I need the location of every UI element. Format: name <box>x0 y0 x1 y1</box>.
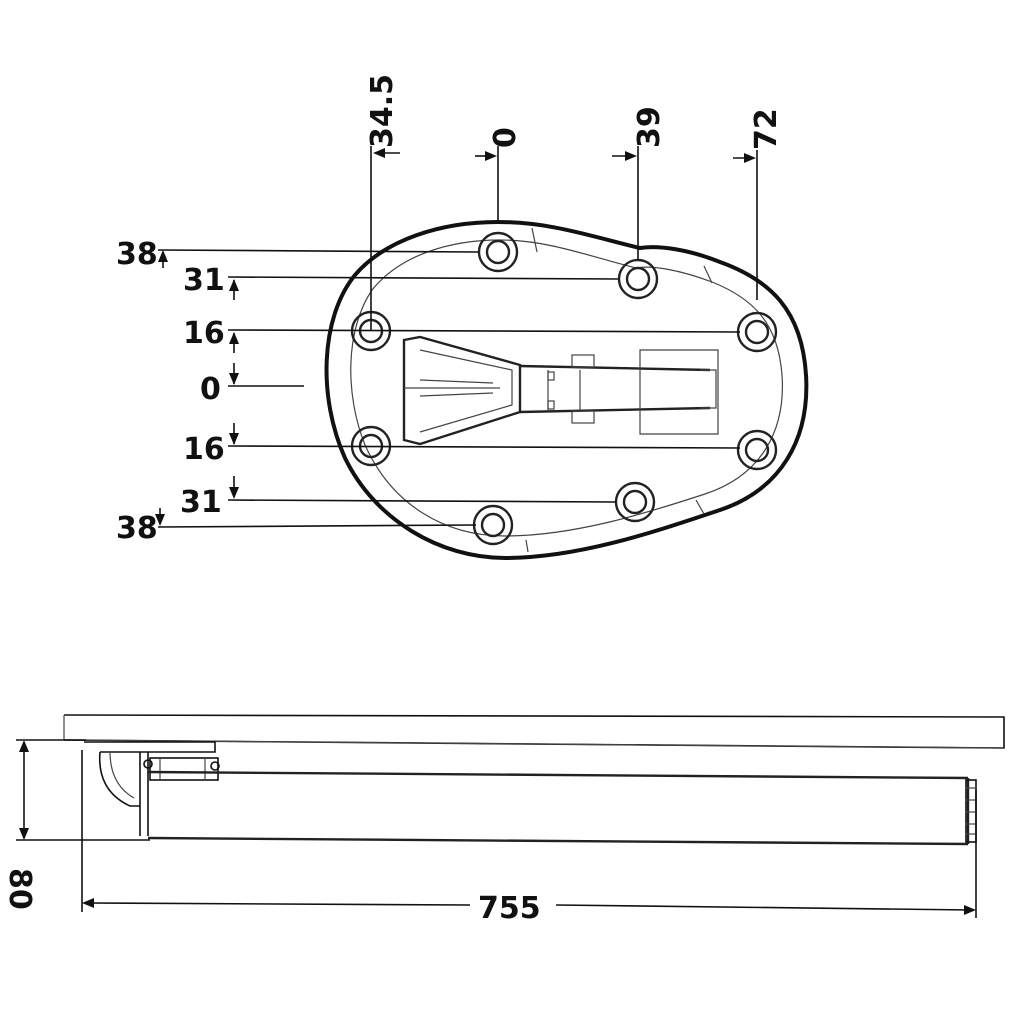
mounting-hole <box>736 429 778 471</box>
recess-notch <box>531 227 538 253</box>
ext-line <box>227 445 741 449</box>
mounting-hole <box>617 258 659 300</box>
y-dim-label-16-top: 16 <box>183 316 225 351</box>
ext-line <box>227 276 619 280</box>
arrow <box>19 740 29 752</box>
y-dim-label-0: 0 <box>200 372 221 407</box>
arrow <box>82 898 94 908</box>
y-dim-label-31-top: 31 <box>183 263 225 298</box>
arrow <box>19 828 29 840</box>
mounting-hole <box>736 311 778 353</box>
y-dim-label-38-top: 38 <box>116 237 158 272</box>
leg-tube <box>147 770 977 846</box>
arrow <box>744 153 756 163</box>
y-dim-label-31-bottom: 31 <box>180 485 222 520</box>
y-dim-label-38-bottom: 38 <box>116 511 158 546</box>
recess-notch <box>703 265 713 284</box>
ext-line <box>227 329 741 333</box>
y-dim-label-16-bottom: 16 <box>183 432 225 467</box>
arrow <box>625 151 637 161</box>
recess-notch <box>695 499 705 515</box>
top-view: 34.5 0 39 72 38 31 16 0 16 31 38 <box>116 74 809 561</box>
arrow <box>229 279 239 291</box>
arrow <box>158 250 168 262</box>
x-dim-label-72: 72 <box>749 108 784 150</box>
x-dim-label-34.5: 34.5 <box>365 74 400 148</box>
deck-plate <box>63 714 1005 749</box>
recess-notch <box>525 539 529 553</box>
mounting-hole <box>477 231 519 273</box>
arrow <box>485 151 497 161</box>
ext-line <box>227 499 617 503</box>
mounting-bracket <box>84 741 220 836</box>
latch-mechanism <box>402 335 719 446</box>
flange-outline <box>324 219 809 561</box>
arrow <box>964 905 976 915</box>
arrow <box>373 148 385 158</box>
arrow <box>229 487 239 499</box>
x-dim-label-39: 39 <box>632 106 667 148</box>
mounting-hole <box>472 504 514 546</box>
ext-line <box>157 249 479 253</box>
recess-outline <box>350 239 783 537</box>
arrow <box>155 514 165 526</box>
length-dim-label: 755 <box>478 891 541 926</box>
arrow <box>229 332 239 344</box>
arrow <box>229 373 239 385</box>
x-dim-label-0: 0 <box>488 127 523 148</box>
height-dim-label: 80 <box>2 868 37 910</box>
side-view: 80 755 <box>2 714 1005 926</box>
arrow <box>229 433 239 445</box>
ext-line <box>157 524 477 528</box>
